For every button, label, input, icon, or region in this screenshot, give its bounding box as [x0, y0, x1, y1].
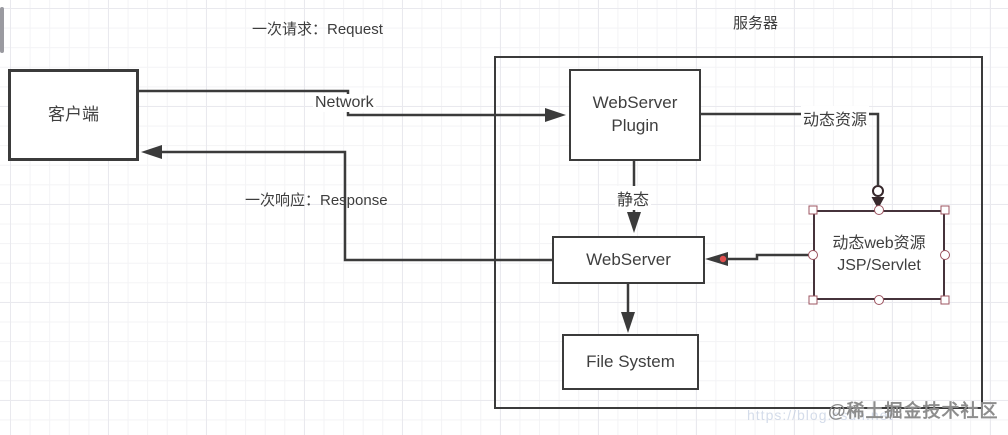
- node-webserver-plugin-label-line2: Plugin: [611, 116, 659, 135]
- node-webserver-label: WebServer: [586, 249, 671, 269]
- watermark-url: https://blog.csdn.net: [747, 407, 894, 423]
- node-dynamic-web-resource-label-line2: JSP/Servlet: [837, 257, 921, 274]
- edge-jsp-webserver[interactable]: [705, 252, 813, 266]
- red-endpoint-icon: [719, 255, 727, 263]
- selection-handle-w[interactable]: [808, 250, 818, 260]
- selection-handle-sw[interactable]: [808, 295, 818, 305]
- arrowhead-down-icon: [871, 197, 885, 209]
- scrollbar-fragment[interactable]: [0, 7, 4, 53]
- arrowhead-right-icon: [545, 108, 566, 122]
- watermark-text: @稀土掘金技术社区: [828, 401, 999, 421]
- node-dynamic-web-resource[interactable]: 动态web资源 JSP/Servlet: [813, 210, 945, 300]
- network-edge-label: Network: [313, 94, 376, 112]
- node-client-label: 客户端: [48, 104, 99, 124]
- selection-handle-n[interactable]: [874, 205, 884, 215]
- node-dynamic-web-resource-label-line1: 动态web资源: [832, 234, 926, 252]
- arrowhead-down-icon: [627, 212, 641, 233]
- arrowhead-down-icon: [621, 312, 635, 333]
- selection-handle-e[interactable]: [940, 250, 950, 260]
- static-edge-label: 静态: [615, 186, 652, 210]
- selection-handle-se[interactable]: [940, 295, 950, 305]
- selection-handle-ne[interactable]: [940, 205, 950, 215]
- arrowhead-left-icon: [705, 252, 728, 266]
- node-file-system-label: File System: [586, 351, 675, 371]
- arrowhead-left-icon: [141, 145, 162, 159]
- node-webserver[interactable]: WebServer: [552, 236, 705, 284]
- server-group-title: 服务器: [733, 15, 779, 32]
- response-annotation: 一次响应：Response: [245, 192, 388, 209]
- selection-handle-nw[interactable]: [808, 205, 818, 215]
- edge-webserver-filesystem[interactable]: [621, 284, 635, 333]
- circle-arrow-source-icon: [872, 185, 884, 197]
- selection-handle-s[interactable]: [874, 295, 884, 305]
- node-webserver-plugin[interactable]: WebServer Plugin: [569, 69, 701, 161]
- node-webserver-plugin-label-line1: WebServer: [592, 93, 678, 113]
- node-file-system[interactable]: File System: [562, 334, 699, 390]
- edge-response[interactable]: [141, 145, 553, 262]
- request-annotation: 一次请求：Request: [252, 21, 383, 38]
- dynamic-edge-label: 动态资源: [801, 106, 870, 130]
- node-client[interactable]: 客户端: [8, 69, 139, 161]
- edge-dynamic-resource[interactable]: [701, 112, 885, 209]
- server-container-box[interactable]: [494, 56, 983, 409]
